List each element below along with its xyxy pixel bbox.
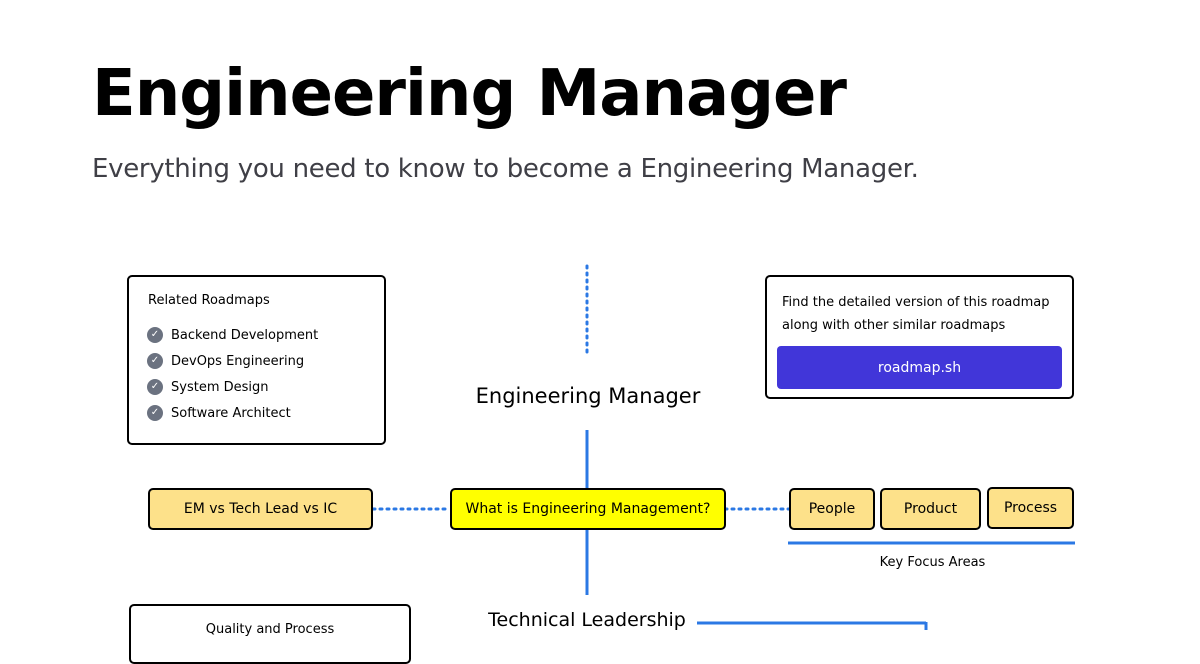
related-item-software-architect[interactable]: ✓ Software Architect (147, 405, 291, 421)
related-roadmaps-card: Related Roadmaps ✓ Backend Development ✓… (127, 275, 386, 445)
page-title: Engineering Manager (92, 57, 847, 131)
node-product[interactable]: Product (880, 488, 981, 530)
page-subtitle: Everything you need to know to become a … (92, 154, 919, 184)
diagram-title[interactable]: Engineering Manager (475, 384, 701, 408)
related-item-label: Backend Development (171, 327, 319, 343)
check-circle-icon: ✓ (147, 353, 163, 369)
key-focus-areas-label: Key Focus Areas (879, 555, 986, 570)
related-item-label: Software Architect (171, 405, 291, 421)
node-process[interactable]: Process (987, 487, 1074, 529)
related-item-label: System Design (171, 379, 269, 395)
check-circle-icon: ✓ (147, 379, 163, 395)
connector-lines (371, 264, 1075, 630)
check-circle-icon: ✓ (147, 327, 163, 343)
cta-text: Find the detailed version of this roadma… (782, 295, 1050, 333)
roadmap-sh-button[interactable]: roadmap.sh (777, 346, 1062, 389)
related-item-system-design[interactable]: ✓ System Design (147, 379, 269, 395)
related-roadmaps-title: Related Roadmaps (148, 293, 270, 308)
node-technical-leadership[interactable]: Technical Leadership (488, 609, 686, 631)
roadmap-cta-card: Find the detailed version of this roadma… (765, 275, 1074, 399)
node-what-is-engineering-management[interactable]: What is Engineering Management? (450, 488, 726, 530)
quality-and-process-card[interactable]: Quality and Process (129, 604, 411, 664)
related-item-backend[interactable]: ✓ Backend Development (147, 327, 318, 343)
related-item-label: DevOps Engineering (171, 353, 305, 369)
node-em-vs-tech-lead-vs-ic[interactable]: EM vs Tech Lead vs IC (148, 488, 373, 530)
check-circle-icon: ✓ (147, 405, 163, 421)
related-item-devops[interactable]: ✓ DevOps Engineering (147, 353, 304, 369)
node-people[interactable]: People (789, 488, 875, 530)
